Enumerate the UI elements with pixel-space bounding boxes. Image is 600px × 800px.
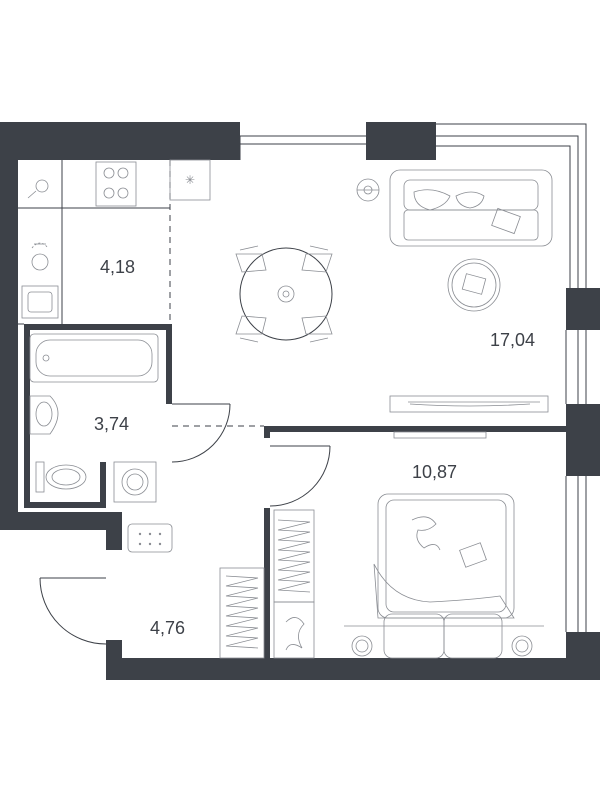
kitchen-area-label: 4,18 bbox=[100, 257, 135, 277]
living-room-area-label: 17,04 bbox=[490, 330, 535, 350]
doors bbox=[39, 403, 331, 645]
bathroom-area-label: 3,74 bbox=[94, 414, 129, 434]
svg-text:✳: ✳ bbox=[185, 173, 195, 187]
kitchen-furniture: ✳ 4,18 bbox=[18, 159, 211, 319]
bedroom-furniture: 10,87 bbox=[344, 431, 544, 659]
hallway-furniture: 4,76 bbox=[127, 509, 315, 659]
windows bbox=[239, 123, 587, 632]
hallway-area-label: 4,76 bbox=[150, 618, 185, 638]
outer-walls bbox=[0, 122, 600, 680]
bathroom-fixtures: 3,74 bbox=[29, 333, 159, 503]
dining-table bbox=[235, 245, 333, 343]
living-room-furniture: 17,04 bbox=[356, 169, 553, 413]
bedroom-area-label: 10,87 bbox=[412, 462, 457, 482]
